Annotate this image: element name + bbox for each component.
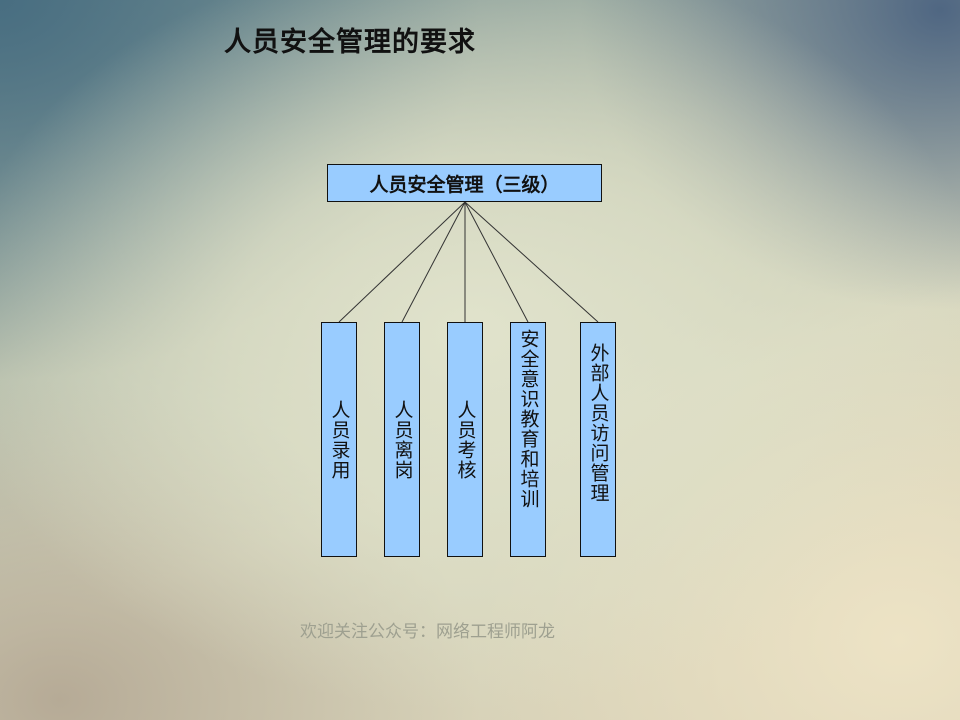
root-node-label: 人员安全管理（三级） bbox=[369, 173, 560, 196]
slide-title: 人员安全管理的要求 bbox=[224, 27, 476, 58]
child-node-label: 人员离岗 bbox=[391, 399, 414, 480]
child-node-assessment: 人员考核 bbox=[447, 322, 483, 557]
child-node-recruitment: 人员录用 bbox=[321, 322, 357, 557]
child-node-label: 外部人员访问管理 bbox=[587, 343, 610, 503]
child-node-label: 人员录用 bbox=[328, 399, 351, 480]
connector-2 bbox=[401, 201, 466, 323]
child-node-label: 人员考核 bbox=[454, 399, 477, 480]
connector-1 bbox=[338, 201, 466, 323]
child-node-external-access: 外部人员访问管理 bbox=[580, 322, 616, 557]
root-node: 人员安全管理（三级） bbox=[327, 164, 602, 202]
connector-4 bbox=[464, 201, 529, 323]
child-node-label: 安全意识教育和培训 bbox=[517, 329, 540, 509]
child-node-departure: 人员离岗 bbox=[384, 322, 420, 557]
connector-5 bbox=[464, 201, 599, 323]
child-node-security-training: 安全意识教育和培训 bbox=[510, 322, 546, 557]
footer-watermark: 欢迎关注公众号：网络工程师阿龙 bbox=[300, 622, 555, 642]
